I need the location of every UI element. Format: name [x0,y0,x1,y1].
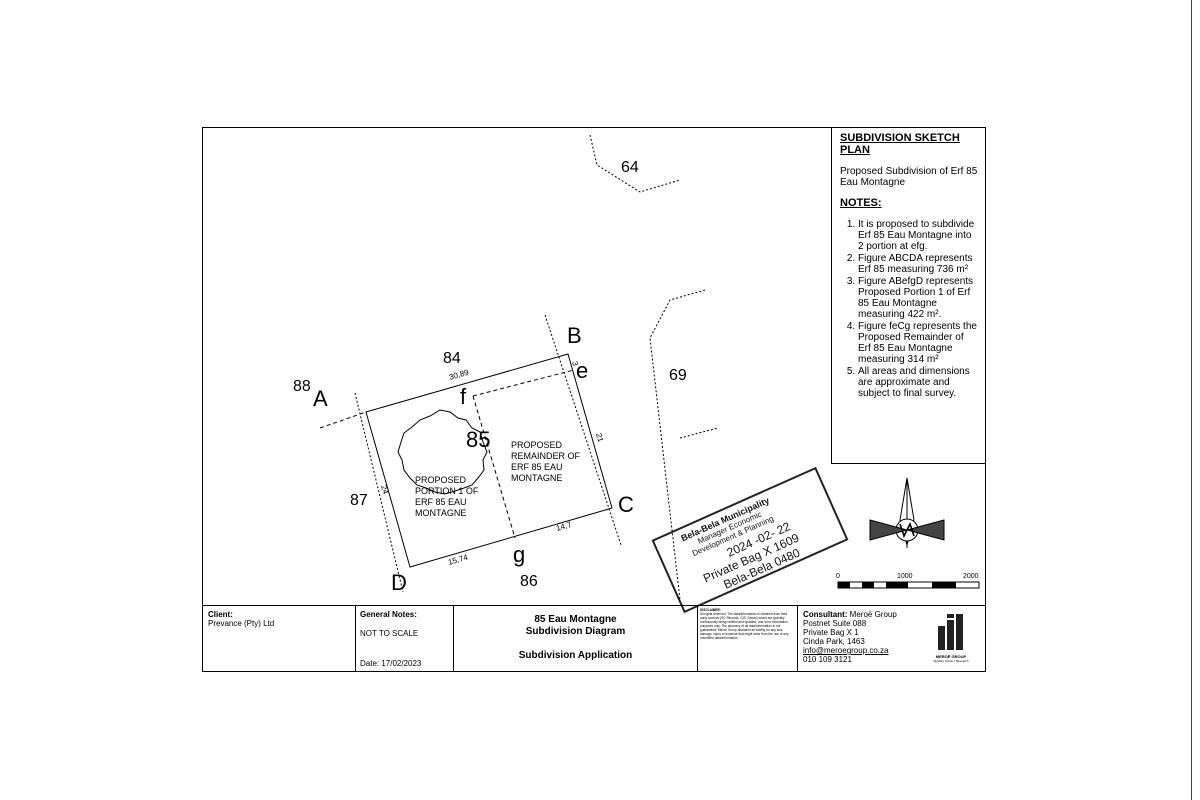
note-item: Figure ABefgD represents Proposed Portio… [858,276,979,320]
erf-86-label: 86 [520,573,538,590]
sketch-description: Proposed Subdivision of Erf 85 Eau Monta… [840,166,978,188]
scan-edge-line [1191,0,1192,800]
scale-label-end: 2000 [963,573,979,580]
erf-84-label: 84 [443,350,461,367]
note-item: Figure feCg represents the Proposed Rema… [858,321,979,365]
notes-list: It is proposed to subdivide Erf 85 Eau M… [840,219,979,399]
scale-label-start: 0 [836,573,840,580]
disclaimer-cell: DISCLAIMER: All rights reserved. The dat… [698,606,798,672]
point-f-label: f [460,384,467,409]
point-d-label: D [391,570,407,595]
note-item: All areas and dimensions are approximate… [858,366,979,399]
dimension-be: 3 [570,360,580,367]
portion-1-line-3: ERF 85 EAU [415,497,467,507]
subdivision-line [319,369,575,539]
point-c-label: C [618,492,634,517]
erf-88-label: 88 [293,378,311,395]
notes-panel: SUBDIVISION SKETCH PLAN Proposed Subdivi… [831,128,985,464]
remainder-line-2: REMAINDER OF [511,451,581,461]
portion-1-line-4: MONTAGNE [415,508,466,518]
tree-outline [397,409,488,495]
client-name: Prevance (Pty) Ltd [208,619,275,628]
general-notes-cell: General Notes: NOT TO SCALE Date: 17/02/… [356,606,454,672]
diagram-type: Subdivision Diagram [525,626,626,637]
disclaimer-text: All rights reserved. The data/informatio… [700,612,789,640]
erf-85-label: 85 [466,427,490,452]
neighbour-boundaries [354,134,719,601]
point-g-label: g [513,542,525,567]
drawing-frame [202,127,986,672]
application-type: Subdivision Application [518,650,633,661]
north-arrow [869,477,945,548]
point-e-label: e [576,358,588,383]
logo-icon [938,614,963,650]
dimension-ab: 30,89 [448,368,470,382]
logo-subtext: Spatial | Urban | Research [933,659,969,663]
address-line: Private Bag X 1 [803,628,859,637]
consultant-label: Consultant: [803,610,848,619]
consultant-email[interactable]: info@meroegroup.co.za [803,646,889,655]
address-line: Cinda Park, 1463 [803,637,865,646]
portion-1-line-2: PORTION 1 OF [415,486,479,496]
general-notes-label: General Notes: [360,610,417,619]
client-cell: Client: Prevance (Pty) Ltd [203,606,356,672]
point-a-label: A [313,386,328,411]
scale-bar [837,581,980,589]
notes-heading: NOTES: [840,197,882,209]
dimension-da: 24 [379,484,390,496]
address-line: Postnet Suite 088 [803,619,867,628]
client-label: Client: [208,610,233,619]
erf-85-boundary [365,353,613,568]
remainder-line-1: PROPOSED [511,440,563,450]
scale-label-mid: 1000 [897,573,913,580]
erf-87-label: 87 [350,492,368,509]
erf-69-label: 69 [669,367,687,384]
note-item: It is proposed to subdivide Erf 85 Eau M… [858,219,979,252]
erf-64-label: 64 [621,159,639,176]
dimension-bc: 21 [594,432,605,444]
title-block: Client: Prevance (Pty) Ltd General Notes… [203,605,985,672]
drawing-date: Date: 17/02/2023 [360,659,422,668]
consultant-phone: 010 109 3121 [803,655,852,664]
project-name: 85 Eau Montagne [534,614,617,625]
note-item: Figure ABCDA represents Erf 85 measuring… [858,253,979,275]
consultant-cell: Consultant: Meroë Group Postnet Suite 08… [798,606,985,672]
logo-text: MEROË GROUP [935,654,967,659]
portion-1-line-1: PROPOSED [415,475,467,485]
sketch-title: SUBDIVISION SKETCH PLAN [840,132,960,156]
company-logo: MEROË GROUP Spatial | Urban | Research [926,612,976,668]
scale-note: NOT TO SCALE [360,629,419,638]
remainder-line-4: MONTAGNE [511,473,562,483]
disclaimer-label: DISCLAIMER: [700,608,721,612]
remainder-line-3: ERF 85 EAU [511,462,563,472]
point-b-label: B [567,323,582,348]
consultant-name: Meroë Group [849,610,897,619]
project-cell: 85 Eau Montagne Subdivision Diagram Subd… [454,606,698,672]
dimension-dc-2: 14,7 [555,520,573,533]
